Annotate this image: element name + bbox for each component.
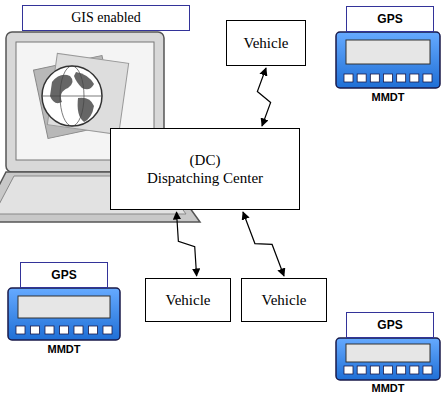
box-label: GPS [51,268,76,282]
box-label: Vehicle [262,291,307,309]
mmdt-device [8,288,120,340]
box-label: Vehicle [166,291,211,309]
box-label: GPS [377,12,402,26]
center-label: (DC) [190,151,221,169]
gps-tab: GPS [346,6,434,32]
wireless-link [243,212,284,276]
device-label: MMDT [372,91,405,103]
gps-tab: GPS [346,312,434,338]
device-label: MMDT [372,382,405,394]
device-label: MMDT [48,343,81,355]
mmdt-device [336,32,440,88]
center-label: Dispatching Center [147,169,263,187]
gps-tab: GPS [20,262,108,288]
gis-tab: GIS enabled [22,5,190,31]
dispatch-center-box: (DC)Dispatching Center [110,128,300,210]
box-label: Vehicle [244,34,289,52]
wireless-link [257,68,270,126]
box-label: GIS enabled [71,10,141,27]
mmdt-device [336,338,440,380]
box-label: GPS [377,318,402,332]
vehicle-box: Vehicle [226,20,306,66]
vehicle-box: Vehicle [145,278,231,322]
vehicle-box: Vehicle [241,278,327,322]
wireless-link [177,212,197,276]
